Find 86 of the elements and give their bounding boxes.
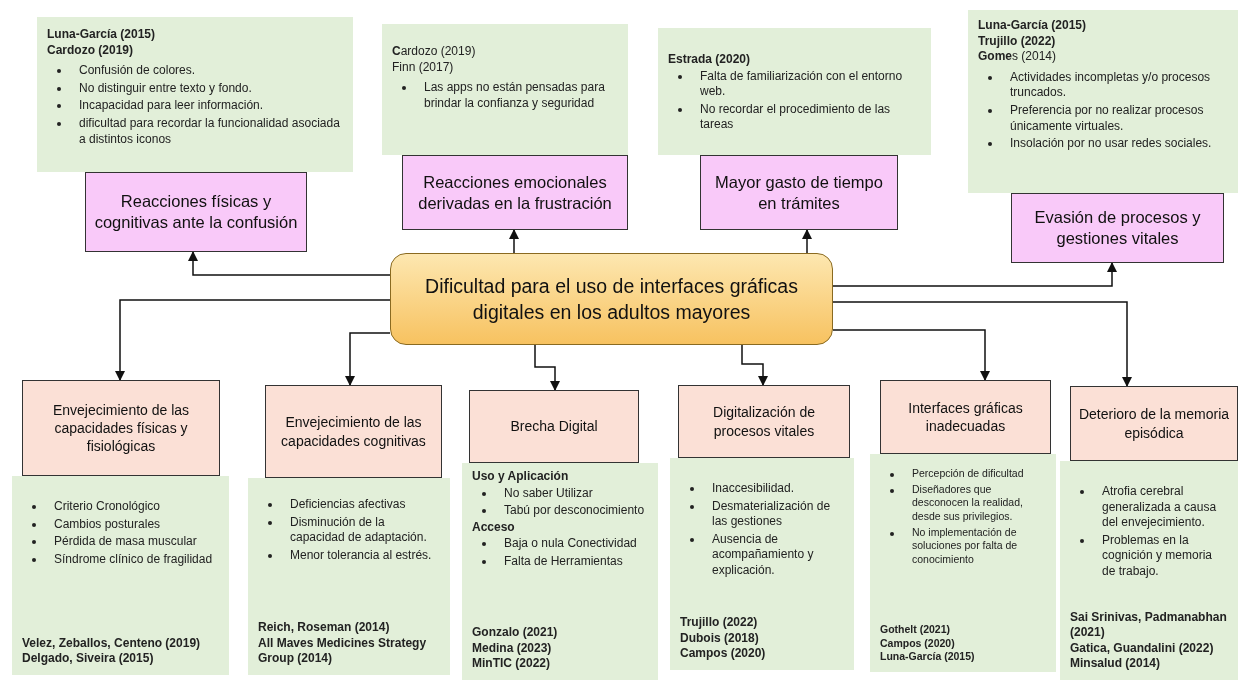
connector-arrow: [801, 228, 813, 254]
bullet-text: Desmaterialización de las gestiones: [712, 498, 832, 530]
cause-box: Envejecimiento de las capacidades físicas y fisiológicas: [22, 380, 220, 476]
author-citation: Cardozo (2019): [392, 44, 477, 60]
section-heading: Uso y Aplicación: [472, 469, 570, 485]
problem-box: Dificultad para el uso de interfaces gráficas digitales en los adultos mayores: [390, 253, 833, 345]
note-panel: [658, 28, 931, 155]
author-citation: Minsalud (2014): [1070, 656, 1162, 672]
bullet-text: Deficiencias afectivas: [290, 497, 406, 513]
connector-arrow: [344, 332, 391, 387]
note-panel: [870, 454, 1056, 672]
bullet-text: Las apps no están pensadas para brindar la confianza y seguridad: [424, 80, 606, 112]
bullet-text: Inaccesibilidad.: [712, 481, 795, 497]
author-citation: Campos (2020): [880, 636, 956, 651]
bullet-text: Pérdida de masa muscular: [54, 534, 197, 550]
section-heading: Acceso: [472, 519, 516, 536]
note-panel: [382, 24, 628, 155]
connector-arrow: [534, 344, 561, 392]
bullet-text: Insolación por no usar redes sociales.: [1010, 136, 1212, 152]
bullet-text: dificultad para recordar la funcionalidad asociada a distintos iconos: [79, 115, 341, 148]
author-citation: MinTIC (2022): [472, 656, 551, 672]
author-citation: Estrada (2020): [668, 52, 752, 68]
bullet-text: Preferencia por no realizar procesos únicamente virtuales.: [1010, 102, 1205, 135]
bullet-text: Síndrome clínico de fragilidad: [54, 551, 213, 568]
author-citation: Gonzalo (2021): [472, 625, 559, 641]
author-citation: Luna-García (2015): [978, 18, 1088, 34]
author-citation: Cardozo (2019): [47, 42, 135, 59]
author-citation: Dubois (2018): [680, 630, 760, 647]
bullet-text: Ausencia de acompañamiento y explicación.: [712, 531, 815, 579]
bullet-text: No implementación de soluciones por falta de conocimiento: [912, 525, 1019, 567]
author-citation: Reich, Roseman (2014): [258, 620, 391, 636]
effect-box: Mayor gasto de tiempo en trámites: [700, 155, 898, 230]
note-panel: [1060, 461, 1238, 680]
connector-arrow: [832, 329, 991, 382]
author-citation: Trujillo (2022): [978, 33, 1057, 50]
bullet-text: No recordar el procedimiento de las tareas: [700, 101, 892, 133]
note-panel: [462, 463, 658, 680]
author-citation: Trujillo (2022): [680, 615, 759, 631]
bullet-text: Confusión de colores.: [79, 63, 196, 79]
author-citation: Gatica, Guandalini (2022): [1070, 640, 1215, 657]
author-citation: All Maves Medicines Strategy Group (2014): [258, 635, 428, 667]
bullet-text: Percepción de dificultad: [912, 467, 1024, 481]
bullet-text: Tabú por desconocimiento: [504, 503, 645, 519]
connector-arrow: [832, 301, 1133, 388]
note-panel: [37, 17, 353, 172]
author-citation: Sai Srinivas, Padmanabhan (2021): [1070, 609, 1228, 641]
author-citation: Finn (2017): [392, 59, 455, 76]
author-citation: Gomes (2014): [978, 49, 1058, 65]
effect-box: Reacciones emocionales derivadas en la frustración: [402, 155, 628, 230]
effect-box: Evasión de procesos y gestiones vitales: [1011, 193, 1224, 263]
bullet-text: Baja o nula Conectividad: [504, 536, 637, 552]
note-panel: [670, 458, 854, 670]
author-citation: Gothelt (2021): [880, 623, 951, 637]
author-citation: Medina (2023): [472, 640, 553, 657]
author-citation: Luna-García (2015): [47, 27, 157, 43]
note-panel: [248, 478, 450, 675]
bullet-text: Incapacidad para leer información.: [79, 98, 264, 114]
note-panel: [12, 476, 229, 675]
cause-box: Brecha Digital: [469, 390, 639, 463]
cause-box: Envejecimiento de las capacidades cognitivas: [265, 385, 442, 478]
connector-arrow: [741, 344, 769, 387]
bullet-text: Criterio Cronológico: [54, 499, 161, 515]
cause-box: Interfaces gráficas inadecuadas: [880, 380, 1051, 454]
author-citation: Campos (2020): [680, 646, 767, 662]
connector-arrow: [114, 299, 391, 382]
bullet-text: Falta de Herramientas: [504, 553, 623, 570]
bullet-text: Atrofia cerebral generalizada a causa del envejecimiento.: [1102, 484, 1218, 531]
bullet-text: Cambios posturales: [54, 516, 161, 533]
cause-box: Deterioro de la memoria episódica: [1070, 386, 1238, 461]
connector-arrow: [508, 228, 520, 254]
bullet-text: Disminución de la capacidad de adaptación.: [290, 514, 428, 546]
bullet-text: Diseñadores que desconocen la realidad, desde sus privilegios.: [912, 482, 1024, 524]
author-citation: Luna-García (2015): [880, 650, 976, 664]
bullet-text: No distinguir entre texto y fondo.: [79, 80, 252, 97]
author-citation: Delgado, Siveira (2015): [22, 651, 155, 667]
connector-arrow: [187, 250, 391, 276]
bullet-text: Problemas en la cognición y memoria de trabajo.: [1102, 532, 1214, 580]
bullet-text: No saber Utilizar: [504, 485, 593, 502]
bullet-text: Falta de familiarización con el entorno web.: [700, 68, 904, 100]
author-citation: Velez, Zeballos, Centeno (2019): [22, 635, 202, 652]
cause-box: Digitalización de procesos vitales: [678, 385, 850, 458]
connector-arrow: [832, 261, 1118, 287]
bullet-text: Actividades incompletas y/o procesos truncados.: [1010, 69, 1212, 101]
note-panel: [968, 10, 1238, 193]
bullet-text: Menor tolerancia al estrés.: [290, 547, 432, 564]
effect-box: Reacciones físicas y cognitivas ante la confusión: [85, 172, 307, 252]
